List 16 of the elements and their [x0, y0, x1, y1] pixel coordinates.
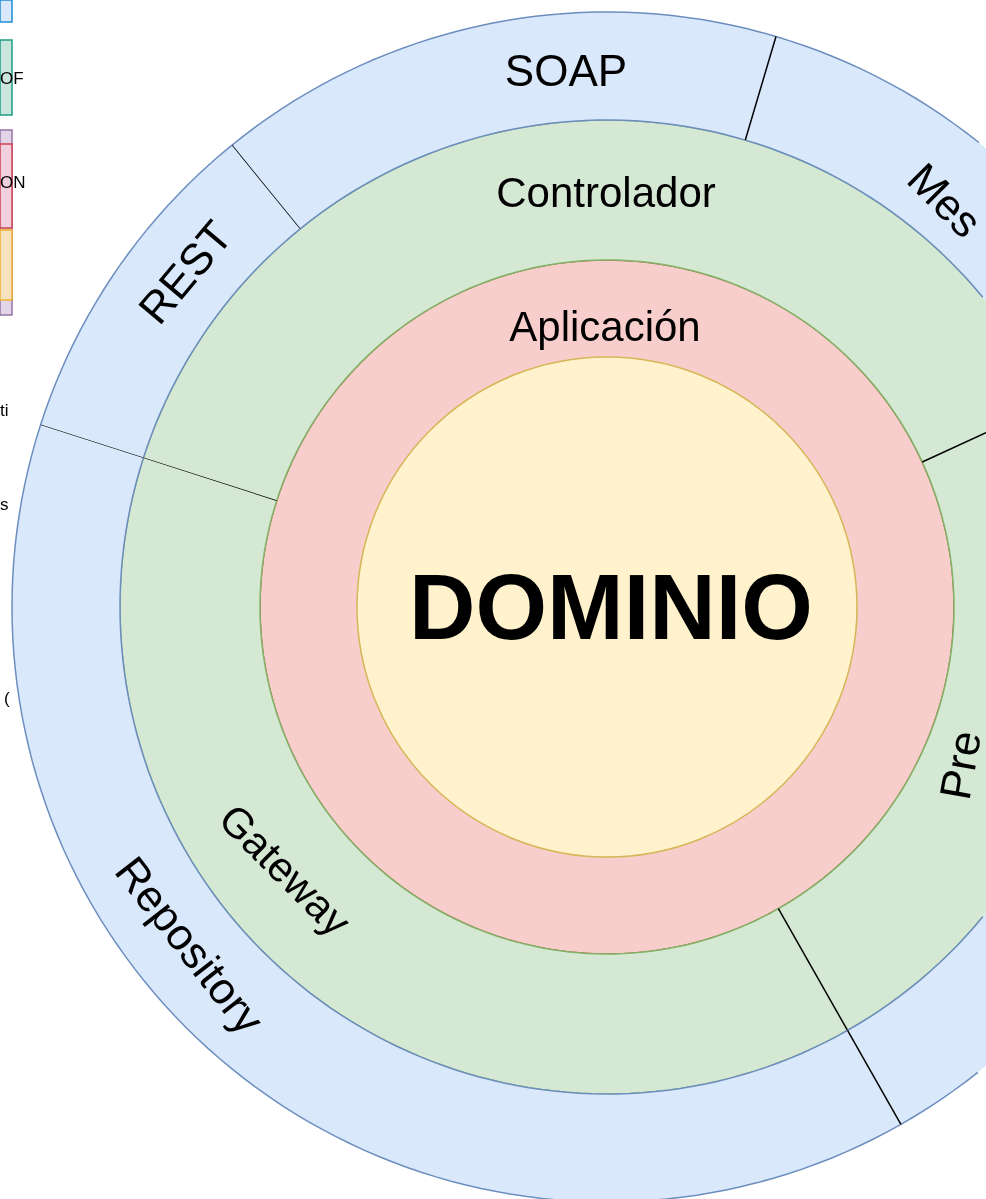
- layer-label: Controlador: [496, 168, 716, 216]
- cut-off-label: (: [4, 688, 10, 708]
- layer-label: Pre: [929, 727, 986, 803]
- layer-label: Mes: [898, 153, 986, 247]
- ring-segment: [846, 912, 986, 1126]
- ring-segment: [230, 11, 777, 230]
- ring-segment: [744, 35, 986, 302]
- title-label: DOMINIO: [409, 556, 813, 658]
- layer-circle: [356, 356, 858, 858]
- layer-label: Aplicación: [509, 302, 701, 350]
- cut-off-label: s: [0, 494, 9, 514]
- ring-segment: [11, 424, 902, 1199]
- cut-off-label: ti: [0, 400, 9, 420]
- cut-off-label: ON: [0, 172, 26, 192]
- layer-label: SOAP: [504, 45, 628, 95]
- ring-segment: [39, 144, 301, 459]
